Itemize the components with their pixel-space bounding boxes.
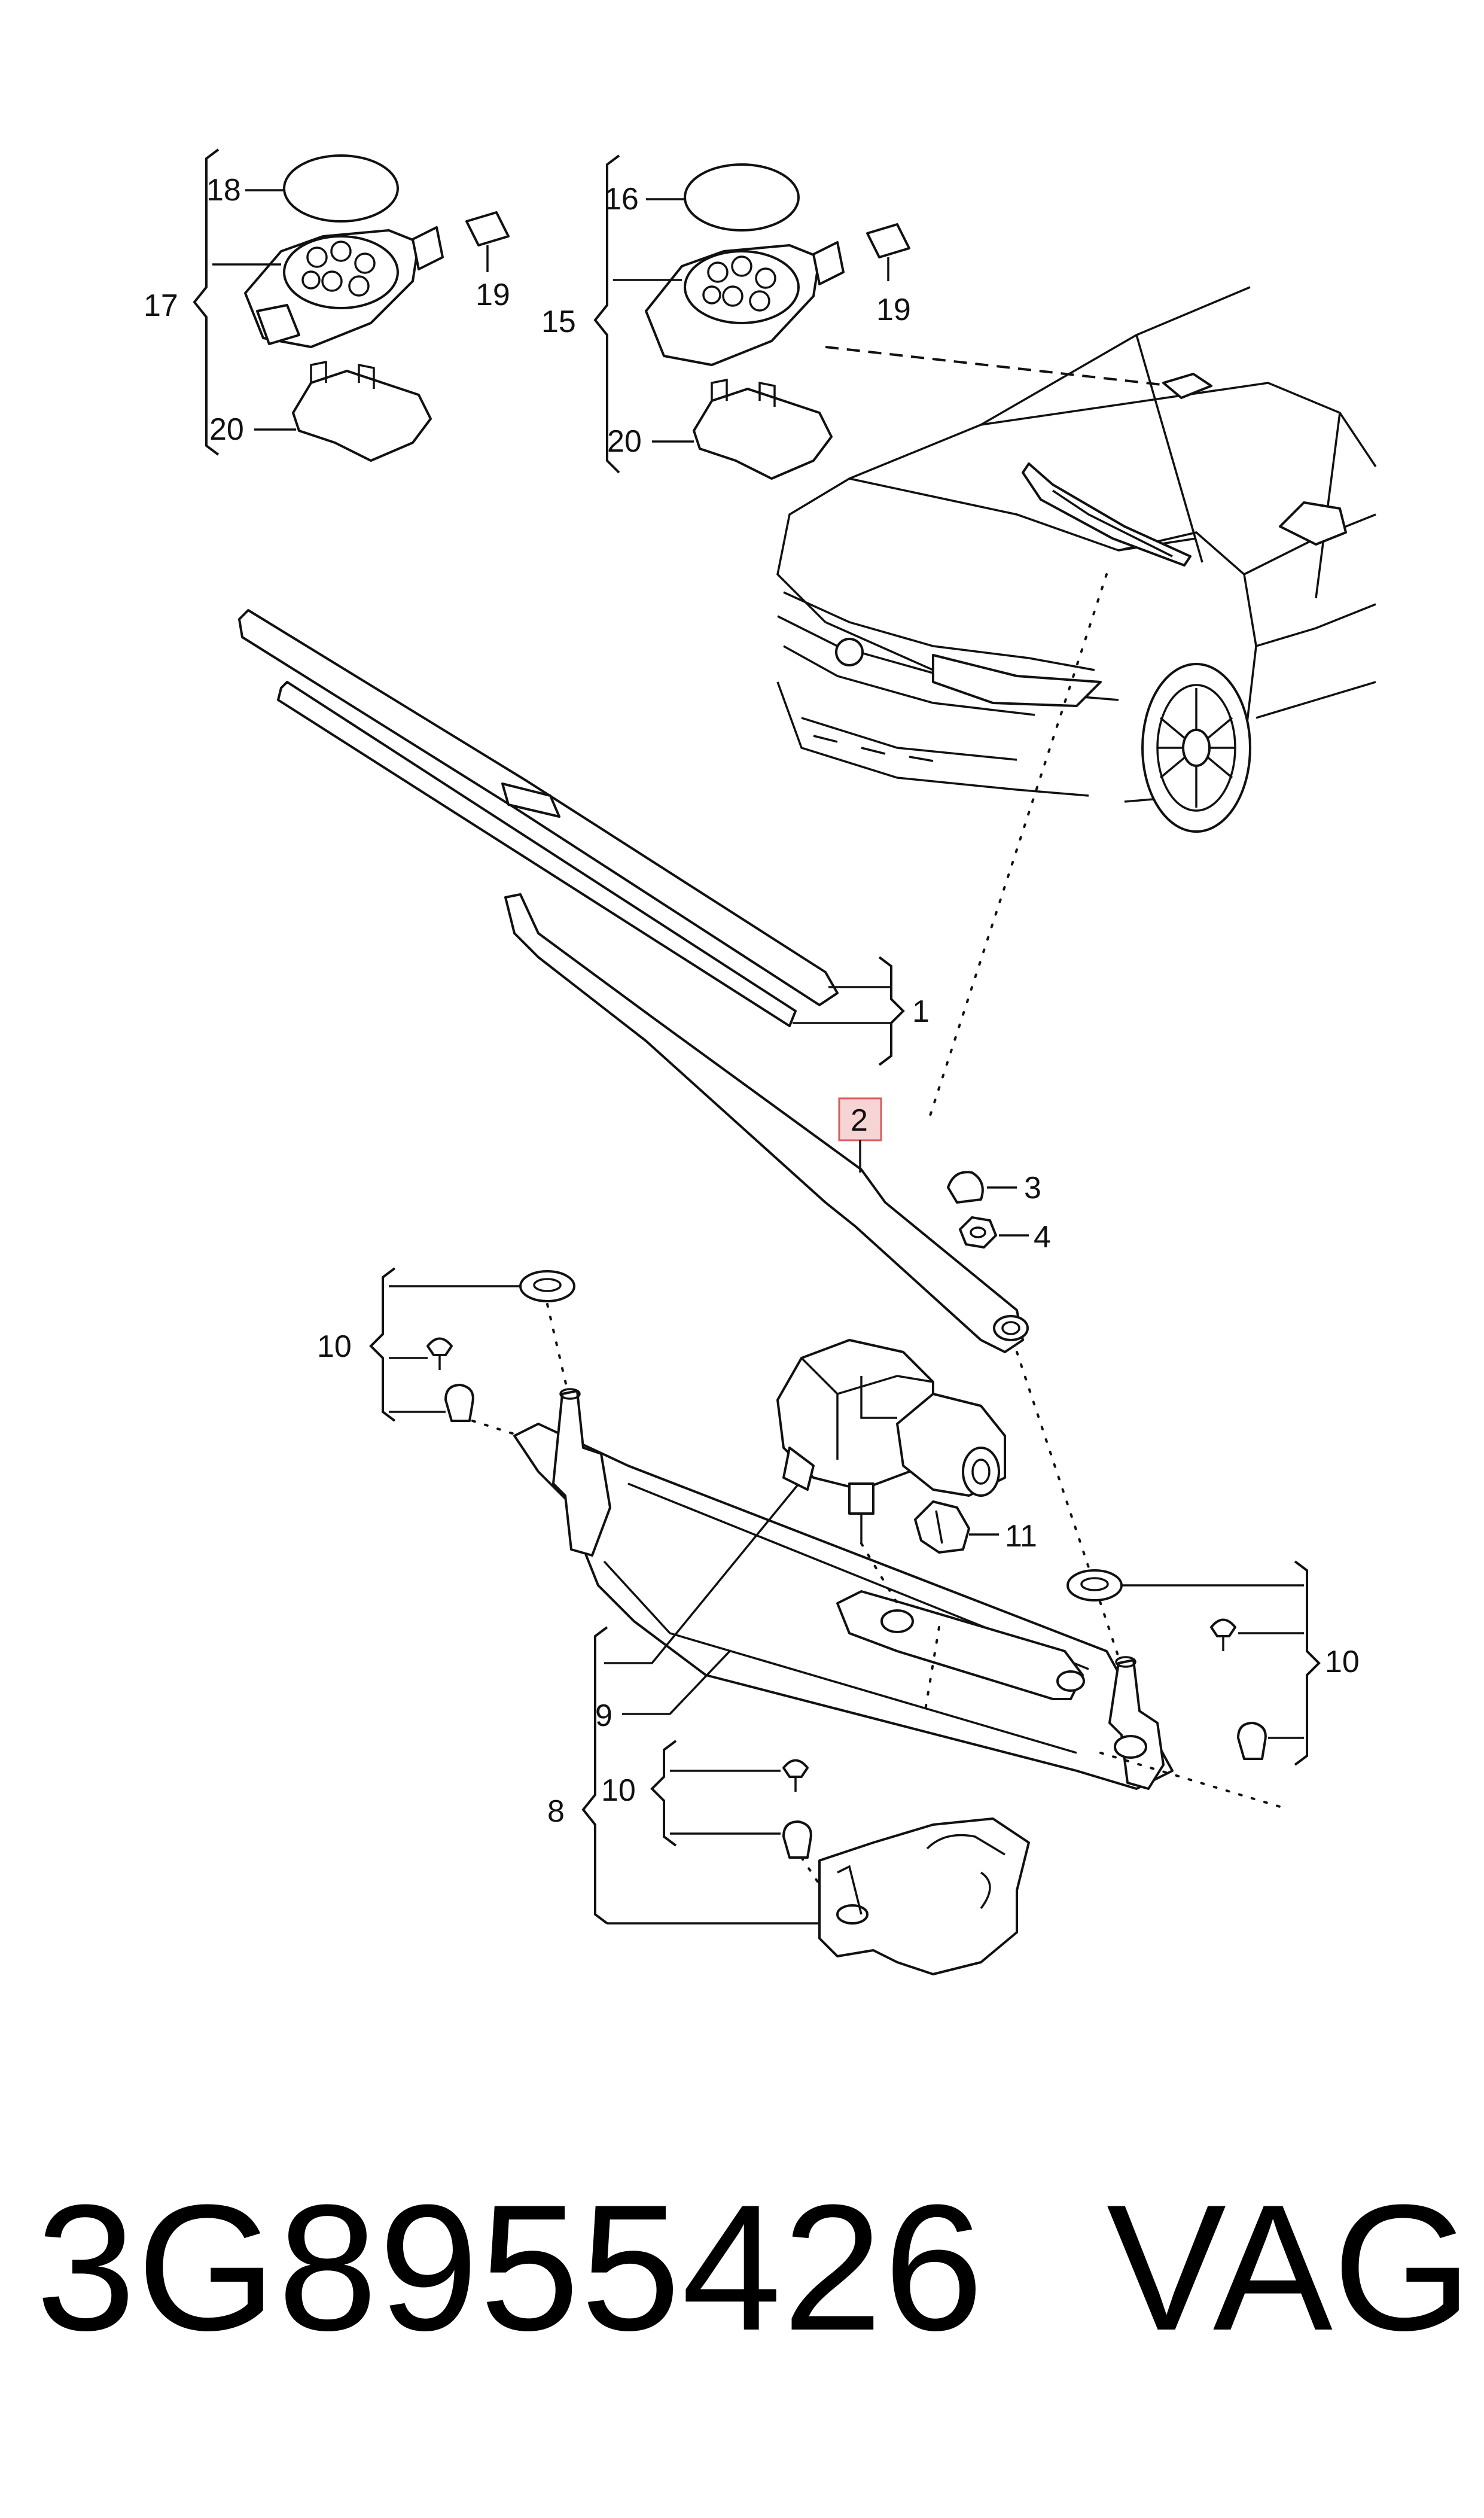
callout-3: 3 — [1024, 1171, 1041, 1205]
mounting-bracket — [607, 1817, 1030, 1975]
nut-4: 4 — [959, 1216, 1051, 1255]
callout-10-right: 10 — [1325, 1645, 1360, 1679]
callout-9: 9 — [595, 1698, 613, 1733]
vw-badge — [835, 638, 864, 666]
callout-19-left: 19 — [476, 278, 510, 312]
sensor-assembly-15: 15 16 19 20 — [541, 154, 1173, 480]
connector-19-right — [866, 223, 910, 258]
callout-20-right: 20 — [607, 424, 642, 459]
wiper-linkage-frame: 8 9 — [513, 1388, 1281, 1925]
gasket-ring-16 — [684, 163, 800, 232]
bolt — [426, 1337, 453, 1356]
connector-19-left — [465, 211, 510, 246]
parts-diagram: 17 18 19 20 15 16 — [144, 148, 1377, 1975]
fastener-group-10-left: 10 — [317, 1267, 575, 1440]
mounting-bracket-20-left — [292, 370, 432, 462]
grommet — [519, 1270, 575, 1302]
callout-4: 4 — [1034, 1220, 1051, 1255]
vehicle-front-view — [776, 286, 1377, 833]
connector-11: 11 — [914, 1500, 1037, 1554]
callout-1: 1 — [912, 994, 930, 1029]
callout-20-left: 20 — [209, 412, 244, 447]
part-number: 3G8955426 — [36, 2167, 985, 2368]
callout-16: 16 — [604, 182, 639, 217]
callout-2[interactable]: 2 — [851, 1103, 868, 1138]
cap-3: 3 — [947, 1171, 1041, 1205]
footer: 3G8955426 VAG — [0, 2178, 1484, 2465]
brand-label: VAG — [1107, 2167, 1473, 2368]
callout-19-right: 19 — [876, 293, 911, 327]
sensor-assembly-17: 17 18 19 20 — [144, 148, 510, 462]
callout-17: 17 — [144, 288, 178, 323]
callout-10-bottom: 10 — [601, 1773, 636, 1808]
wiper-arm-2: 2 — [504, 893, 1029, 1353]
callout-11: 11 — [1005, 1519, 1037, 1554]
sensor-location-marker — [1162, 373, 1212, 399]
callout-15: 15 — [541, 305, 576, 339]
callout-10-left: 10 — [317, 1329, 352, 1364]
gasket-ring-18 — [283, 154, 399, 223]
callout-8: 8 — [547, 1794, 565, 1829]
fastener-group-10-bottom: 10 — [601, 1740, 833, 1904]
wiper-blade-1: 1 — [238, 609, 930, 1066]
wiper-motor — [776, 1339, 1006, 1604]
fastener-group-10-right: 10 — [1066, 1560, 1360, 1766]
callout-18: 18 — [206, 173, 241, 208]
mounting-bracket-20-right — [693, 388, 833, 480]
rubber-mount — [444, 1384, 474, 1422]
wiper-mounted — [1022, 462, 1192, 567]
